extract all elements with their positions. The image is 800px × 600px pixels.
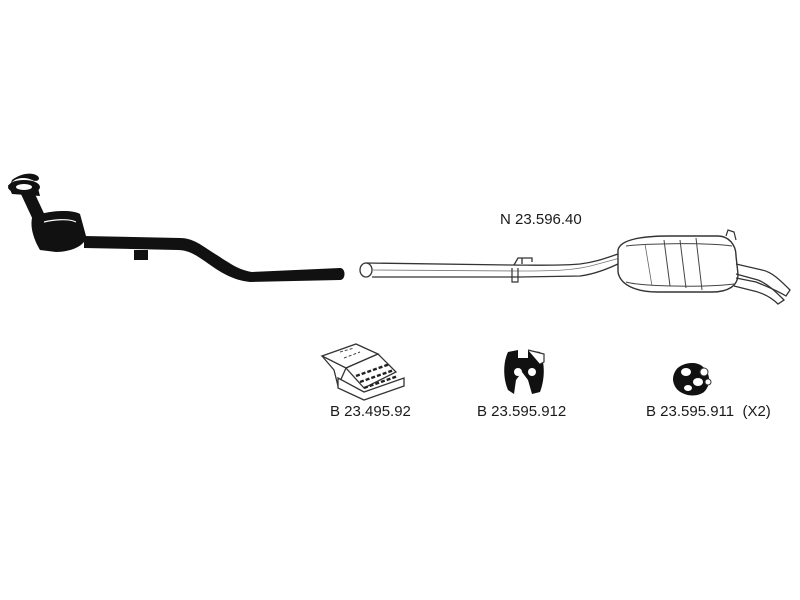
- rubber-mount-part-code: B 23.595.911 (X2): [646, 403, 771, 420]
- rear-pipe-inlet: [359, 262, 373, 278]
- tail-pipes: [735, 263, 791, 297]
- pipe-hanger-tab: [134, 250, 148, 260]
- hanger-bracket-icon: [504, 349, 545, 394]
- rubber-mount-icon: [673, 363, 712, 396]
- catalytic-converter: [31, 211, 86, 252]
- rear-pipe: [365, 253, 623, 278]
- silencer-hanger: [725, 229, 737, 241]
- hanger-bracket-part-code: B 23.595.912: [477, 403, 567, 420]
- rear-silencer-assembly: [359, 229, 791, 305]
- rear-pipe-hanger: [513, 257, 533, 266]
- rear-silencer-part-code: N 23.596.40: [500, 211, 582, 228]
- front-pipe-assembly: [8, 173, 345, 282]
- intermediate-pipe: [84, 236, 345, 282]
- mounting-kit-icon: [320, 343, 405, 401]
- mounting-kit-part-code: B 23.495.92: [330, 403, 411, 420]
